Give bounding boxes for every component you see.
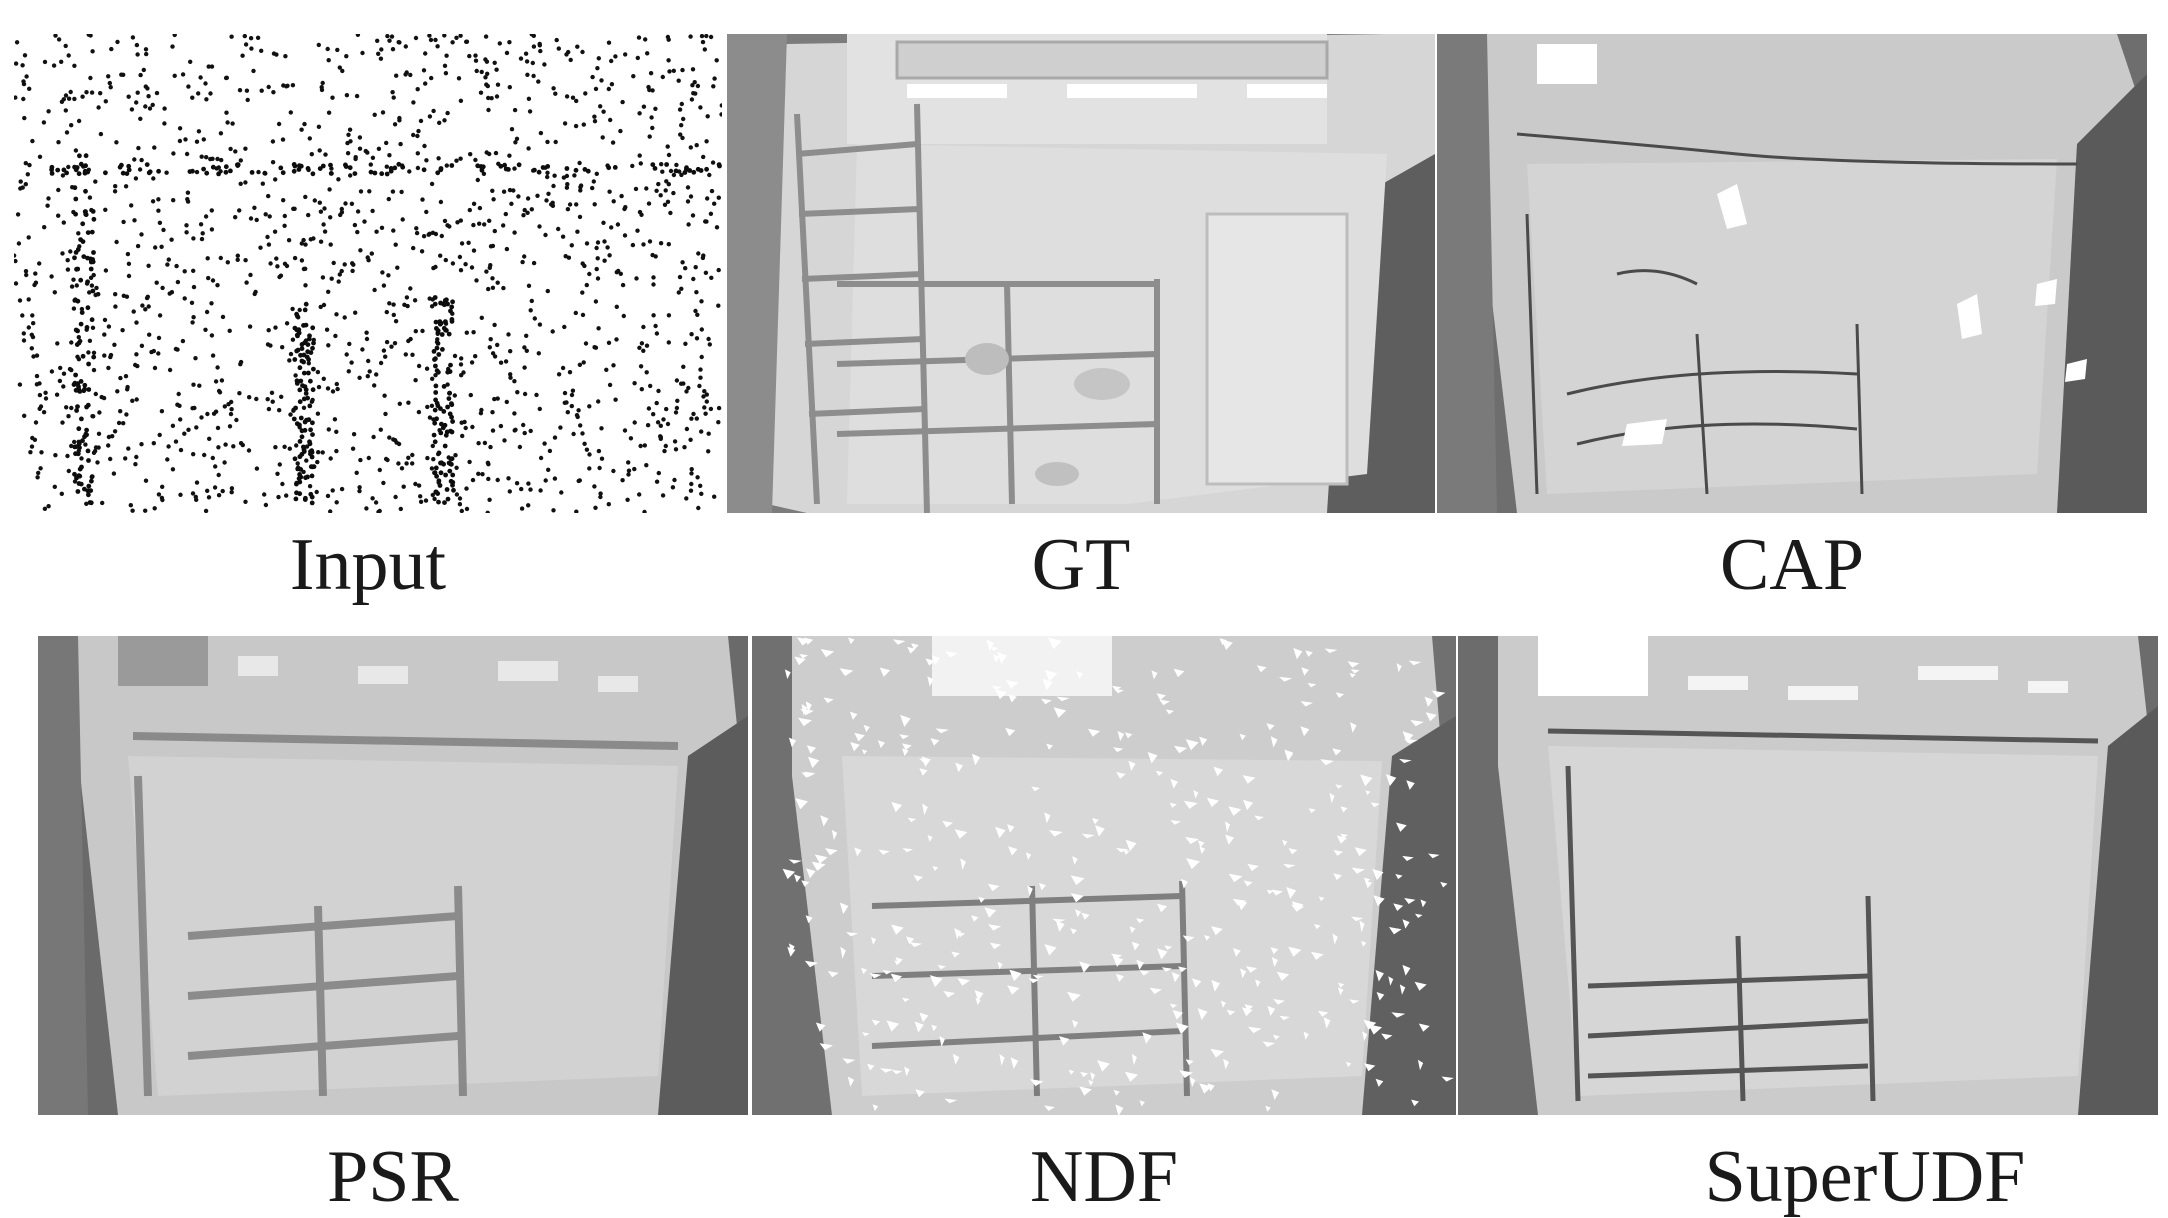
ndf-mesh-render: [752, 636, 1456, 1115]
gt-render-panel: [727, 34, 1435, 513]
input-point-cloud-panel: [14, 34, 722, 513]
psr-mesh-render: [38, 636, 748, 1115]
ndf-render-panel: [752, 636, 1456, 1115]
superudf-render-panel: [1458, 636, 2158, 1115]
cap-render-panel: [1437, 34, 2147, 513]
psr-render-panel: [38, 636, 748, 1115]
gt-mesh-render: [727, 34, 1435, 513]
point-cloud-image: [14, 34, 722, 513]
caption-gt: GT: [1031, 524, 1131, 606]
superudf-mesh-render: [1458, 636, 2158, 1115]
cap-mesh-render: [1437, 34, 2147, 513]
caption-cap: CAP: [1720, 524, 1864, 606]
caption-input: Input: [289, 524, 447, 606]
caption-ndf: NDF: [1029, 1136, 1179, 1218]
caption-psr: PSR: [327, 1136, 459, 1218]
caption-superudf: SuperUDF: [1704, 1136, 2026, 1218]
